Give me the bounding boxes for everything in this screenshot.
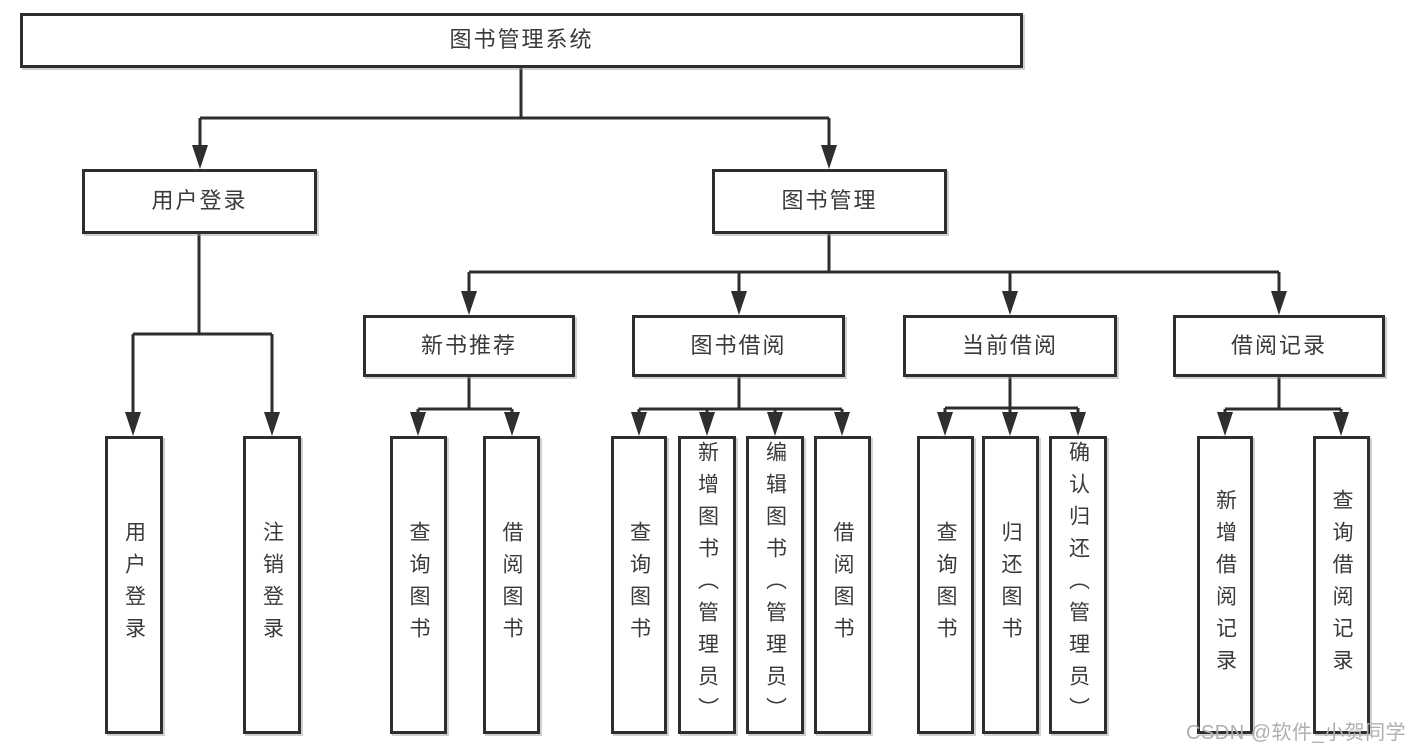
arrowhead-down-icon [1217, 412, 1233, 436]
arrowhead-down-icon [1070, 412, 1086, 436]
arrowhead-down-icon [767, 412, 783, 436]
arrowhead-down-icon [821, 145, 837, 169]
leaf-logout: 注销登录 [243, 436, 301, 734]
leaf-query-books: 查询图书 [917, 436, 974, 734]
arrowhead-down-icon [125, 412, 141, 436]
arrowhead-down-icon [1271, 291, 1287, 315]
node-user-login: 用户登录 [82, 169, 317, 234]
leaf-query-books: 查询图书 [390, 436, 447, 734]
leaf-borrow-books: 借阅图书 [483, 436, 540, 734]
arrowhead-down-icon [461, 291, 477, 315]
leaf-edit-book-admin: 编辑图书（管理员） [746, 436, 804, 734]
node-new-book-recommend: 新书推荐 [363, 315, 575, 377]
arrowhead-down-icon [264, 412, 280, 436]
arrowhead-down-icon [1002, 291, 1018, 315]
leaf-add-book-admin: 新增图书（管理员） [678, 436, 736, 734]
arrowhead-down-icon [192, 145, 208, 169]
arrowhead-down-icon [834, 412, 850, 436]
arrowhead-down-icon [937, 412, 953, 436]
node-root-system: 图书管理系统 [20, 13, 1023, 68]
arrowhead-down-icon [699, 412, 715, 436]
node-book-management: 图书管理 [712, 169, 947, 234]
leaf-add-borrow-record: 新增借阅记录 [1197, 436, 1253, 734]
connector-newbookrec-to-leaves [416, 377, 514, 414]
leaf-user-login: 用户登录 [105, 436, 163, 734]
node-borrow-records: 借阅记录 [1173, 315, 1385, 377]
arrowhead-down-icon [504, 412, 520, 436]
csdn-watermark: CSDN @软件_小贺同学 [1186, 722, 1405, 744]
leaf-query-borrow-record: 查询借阅记录 [1313, 436, 1370, 734]
connector-bookmgmt-to-level3 [467, 234, 1281, 293]
connector-borrowrecord-to-leaves [1223, 377, 1343, 414]
connector-bookborrow-to-leaves [637, 377, 844, 414]
leaf-query-books: 查询图书 [611, 436, 667, 734]
leaf-return-book: 归还图书 [982, 436, 1039, 734]
leaf-borrow-books: 借阅图书 [814, 436, 871, 734]
arrowhead-down-icon [1002, 412, 1018, 436]
arrowhead-down-icon [1333, 412, 1349, 436]
node-current-borrowing: 当前借阅 [903, 315, 1117, 377]
arrowhead-down-icon [410, 412, 426, 436]
arrowhead-down-icon [631, 412, 647, 436]
arrowhead-down-icon [731, 291, 747, 315]
connector-root-to-level2 [198, 68, 831, 148]
connector-userlogin-to-leaves [131, 234, 274, 414]
connector-currentborrow-to-leaves [943, 377, 1080, 414]
node-book-borrowing: 图书借阅 [632, 315, 845, 377]
leaf-confirm-return-admin: 确认归还（管理员） [1049, 436, 1107, 734]
